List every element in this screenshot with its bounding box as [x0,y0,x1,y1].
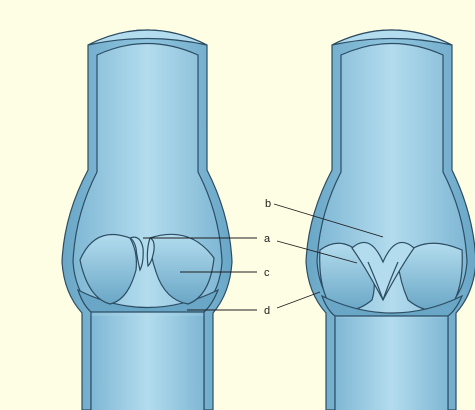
left-vein-lower-lumen [91,316,204,410]
label-c: c [264,267,270,279]
right-vein-lower-lumen [335,318,448,410]
label-d: d [264,305,270,317]
label-b: b [265,198,271,210]
left-vein [62,30,232,410]
label-a: a [264,233,271,245]
